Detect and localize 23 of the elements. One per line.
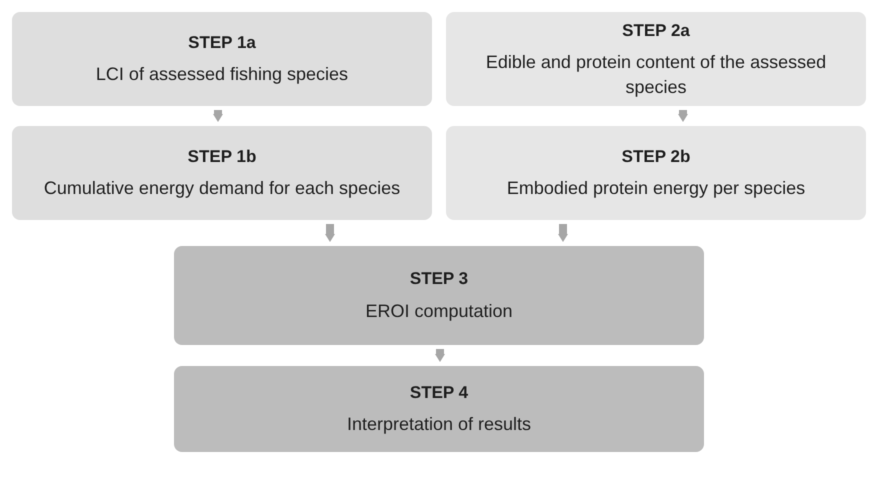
step-description: EROI computation [365, 300, 513, 323]
step-box [12, 12, 432, 106]
step-description: Interpretation of results [346, 413, 532, 436]
step-title: STEP 1a [188, 32, 256, 54]
step-box [446, 126, 866, 220]
arrow [558, 224, 568, 242]
step-description: LCI of assessed fishing species [96, 63, 348, 86]
step-box [174, 246, 704, 345]
arrow [213, 110, 223, 122]
step-description: Cumulative energy demand for each species [44, 177, 400, 200]
step-title: STEP 3 [410, 268, 468, 290]
arrow [678, 110, 688, 122]
step-title: STEP 1b [188, 146, 256, 168]
step-description: Edible and protein content of the assessed species [484, 50, 828, 99]
step-description: Embodied protein energy per species [506, 177, 806, 200]
arrow [435, 349, 445, 362]
step-box [446, 12, 866, 106]
arrow [325, 224, 335, 242]
step-title: STEP 2a [622, 20, 690, 42]
step-title: STEP 2b [622, 146, 690, 168]
step-box [12, 126, 432, 220]
step-title: STEP 4 [410, 382, 468, 404]
step-box [174, 366, 704, 452]
